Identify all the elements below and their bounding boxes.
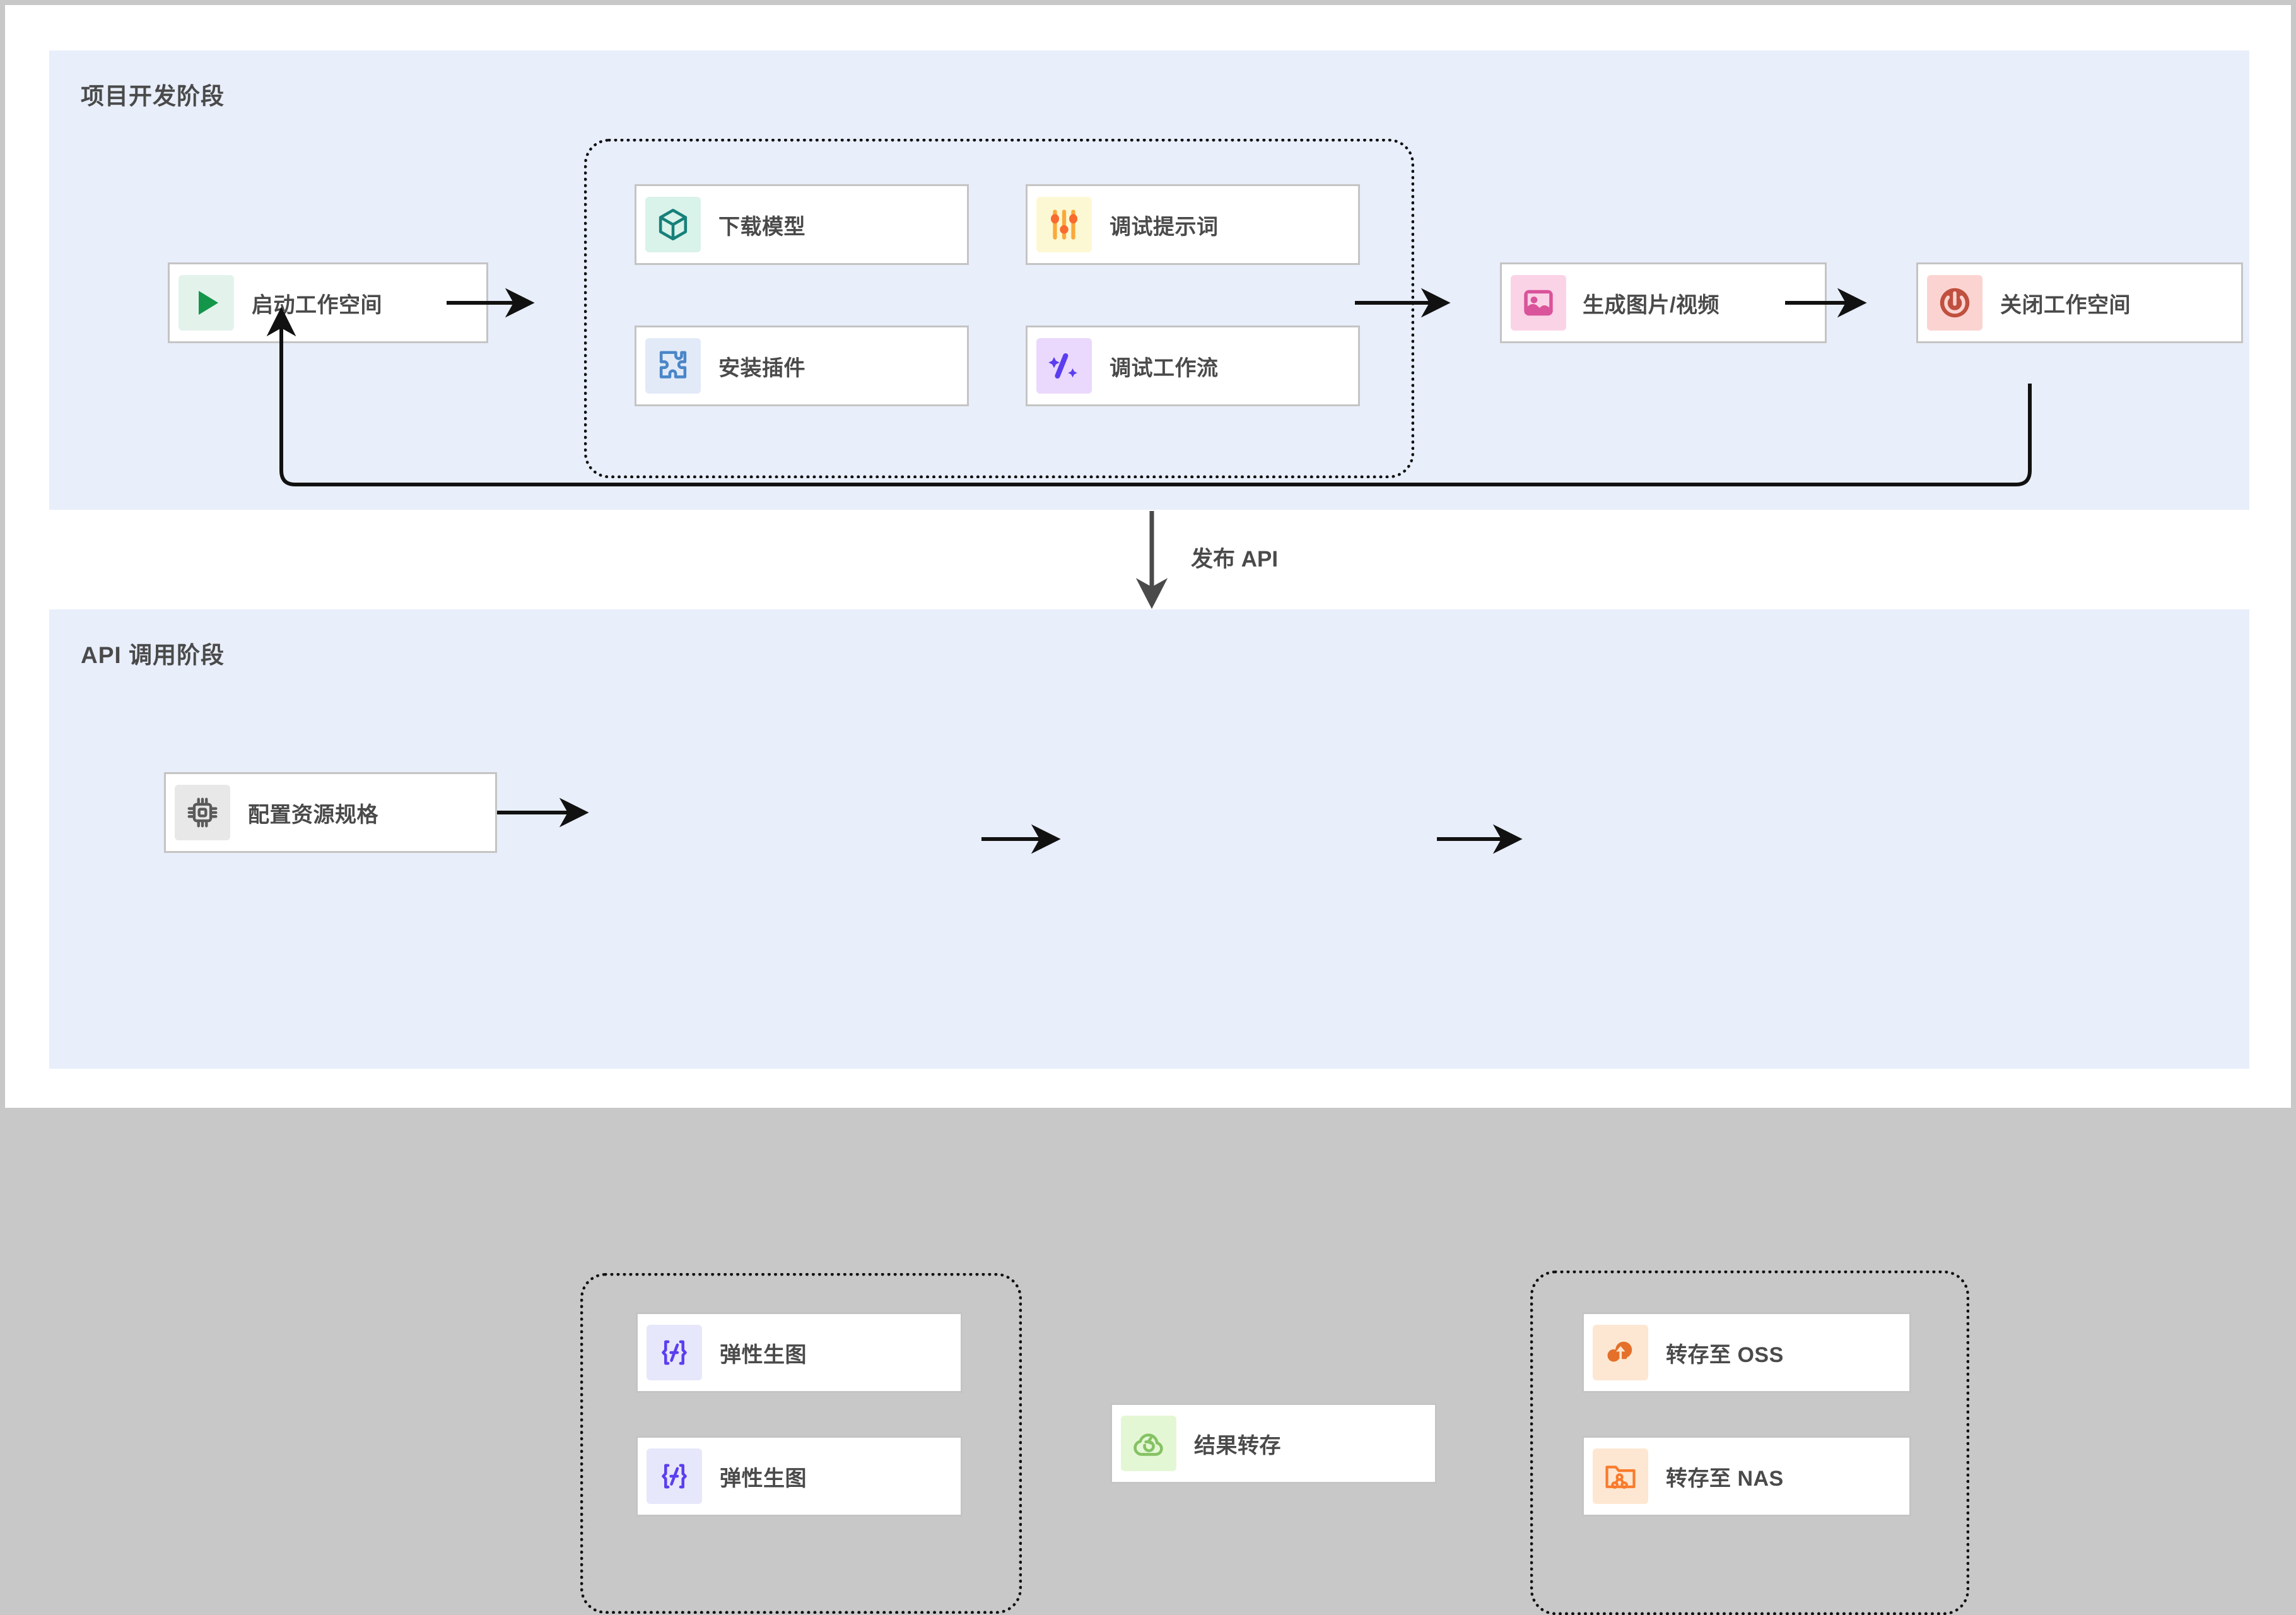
cube-icon — [645, 197, 701, 252]
phase-section-api: API 调用阶段 配置资源规格 弹性生图 — [49, 609, 2249, 1615]
node-transfer-nas[interactable]: 转存至 NAS — [1582, 1436, 1911, 1517]
node-elastic-generate-1[interactable]: 弹性生图 — [636, 1312, 963, 1393]
diagram-canvas: 项目开发阶段 启动工作空间 下载模型 — [5, 5, 2291, 1615]
node-start-workspace[interactable]: 启动工作空间 — [168, 262, 488, 343]
node-label: 关闭工作空间 — [2000, 293, 2131, 317]
node-debug-workflow[interactable]: 调试工作流 — [1026, 326, 1360, 406]
node-label: 安装插件 — [718, 356, 805, 380]
node-label: 启动工作空间 — [252, 293, 382, 317]
node-label: 生成图片/视频 — [1583, 293, 1719, 317]
function-braces-icon — [647, 1448, 702, 1504]
folder-share-icon — [1593, 1448, 1648, 1504]
node-label: 结果转存 — [1194, 1433, 1281, 1458]
node-label: 转存至 OSS — [1666, 1342, 1784, 1367]
sliders-icon — [1036, 197, 1092, 252]
node-configure-resource[interactable]: 配置资源规格 — [164, 772, 497, 853]
node-label: 配置资源规格 — [248, 802, 378, 827]
node-label: 下载模型 — [718, 214, 805, 239]
image-icon — [1511, 275, 1566, 331]
power-icon — [1927, 275, 1983, 331]
node-debug-prompt[interactable]: 调试提示词 — [1026, 184, 1360, 265]
cloud-sync-icon — [1121, 1416, 1176, 1471]
play-icon — [179, 275, 234, 331]
node-generate-media[interactable]: 生成图片/视频 — [1500, 262, 1827, 343]
node-download-model[interactable]: 下载模型 — [635, 184, 969, 265]
node-label: 转存至 NAS — [1666, 1466, 1784, 1491]
cloud-upload-icon — [1593, 1325, 1648, 1380]
node-elastic-generate-2[interactable]: 弹性生图 — [636, 1436, 963, 1517]
node-label: 调试工作流 — [1110, 356, 1219, 380]
chip-icon — [175, 785, 230, 840]
sparkle-icon — [1036, 338, 1092, 394]
function-braces-icon — [647, 1325, 702, 1380]
node-label: 调试提示词 — [1110, 214, 1219, 239]
node-label: 弹性生图 — [720, 1342, 807, 1367]
node-result-transfer[interactable]: 结果转存 — [1110, 1403, 1437, 1484]
node-label: 弹性生图 — [720, 1466, 807, 1491]
edge-label-publish-api: 发布 API — [1191, 547, 1279, 572]
puzzle-icon — [645, 338, 701, 394]
node-close-workspace[interactable]: 关闭工作空间 — [1916, 262, 2243, 343]
node-transfer-oss[interactable]: 转存至 OSS — [1582, 1312, 1911, 1393]
phase-section-development: 项目开发阶段 启动工作空间 下载模型 — [49, 50, 2249, 510]
phase-title-api: API 调用阶段 — [81, 642, 225, 668]
node-install-plugin[interactable]: 安装插件 — [635, 326, 969, 406]
phase-title-development: 项目开发阶段 — [81, 83, 225, 109]
